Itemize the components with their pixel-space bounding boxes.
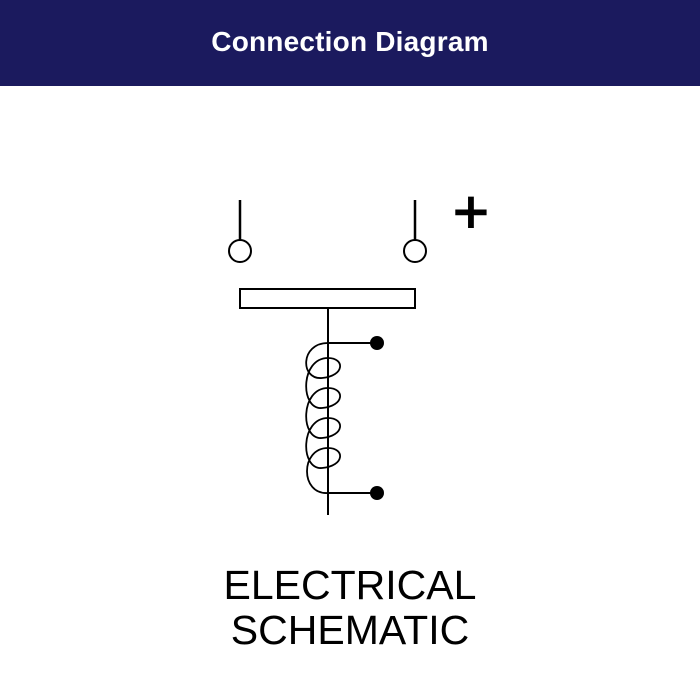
left-terminal-contact [228,239,252,263]
right-terminal-contact [403,239,427,263]
left-terminal [228,200,252,263]
coil-terminal-top [370,336,384,350]
positive-polarity-label: + [450,182,492,240]
caption-line-2: SCHEMATIC [230,607,470,653]
coil-terminal-bottom [370,486,384,500]
schematic-caption: ELECTRICAL SCHEMATIC [0,563,700,653]
contact-plate [239,288,416,309]
right-terminal [403,200,427,263]
coil-winding [305,342,341,494]
page-title: Connection Diagram [211,26,489,57]
header-bar: Connection Diagram [0,0,700,86]
caption-line-1: ELECTRICAL [223,562,477,608]
